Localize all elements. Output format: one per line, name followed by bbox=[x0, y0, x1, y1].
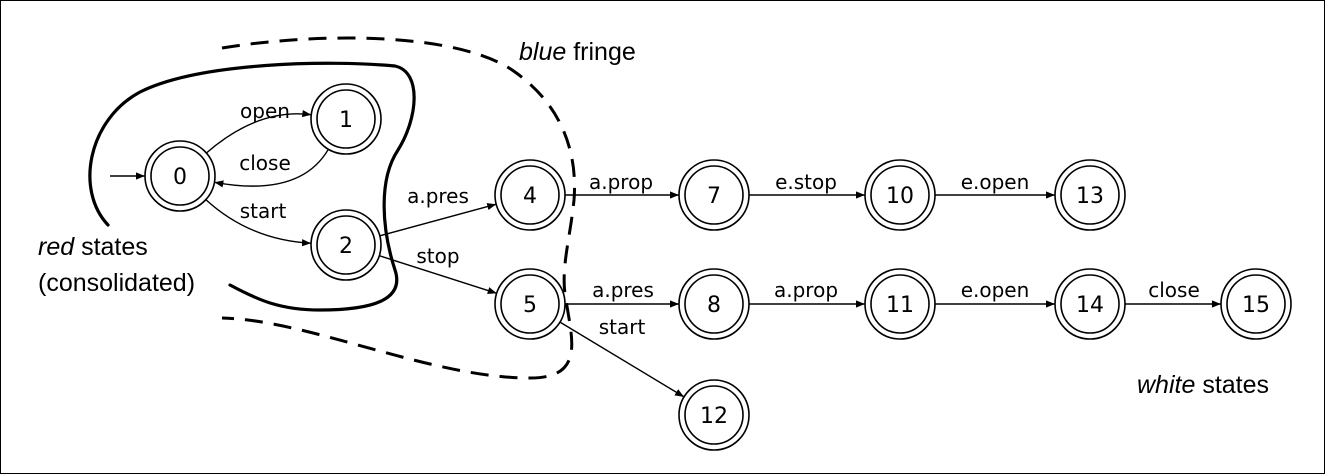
transition-2-to-5-label: stop bbox=[416, 244, 459, 268]
state-4-label: 4 bbox=[523, 184, 537, 209]
state-15-label: 15 bbox=[1242, 293, 1270, 318]
state-0-inner-ring bbox=[150, 146, 210, 206]
state-7-inner-ring bbox=[684, 165, 744, 225]
state-15-inner-ring bbox=[1226, 274, 1286, 334]
state-2: 2 bbox=[310, 209, 382, 281]
state-13-inner-ring bbox=[1060, 165, 1120, 225]
transition-2-to-4-arrow bbox=[379, 203, 497, 237]
red-consolidated-text: (consolidated) bbox=[38, 269, 195, 297]
state-12: 12 bbox=[678, 379, 750, 451]
blue-fringe-annotation: blue fringe bbox=[519, 38, 636, 66]
state-15: 15 bbox=[1220, 268, 1292, 340]
state-10-inner-ring bbox=[870, 165, 930, 225]
transition-5-to-12-label: start bbox=[599, 315, 646, 339]
red-states-text: states bbox=[74, 233, 148, 261]
transition-14-to-15-label: close bbox=[1148, 278, 1200, 302]
state-12-label: 12 bbox=[700, 404, 728, 429]
state-7: 7 bbox=[678, 159, 750, 231]
state-10-label: 10 bbox=[886, 184, 914, 209]
state-5: 5 bbox=[494, 268, 566, 340]
state-4: 4 bbox=[494, 159, 566, 231]
state-11-label: 11 bbox=[886, 293, 914, 318]
white-states-text: states bbox=[1195, 371, 1269, 399]
transition-0-to-1-arrow bbox=[205, 110, 312, 154]
white-states-annotation: white states bbox=[1137, 371, 1269, 399]
transition-2-to-5-arrow bbox=[379, 255, 497, 294]
state-14-inner-ring bbox=[1060, 274, 1120, 334]
state-14: 14 bbox=[1054, 268, 1126, 340]
transition-5-to-12-arrow bbox=[559, 321, 685, 398]
state-8: 8 bbox=[678, 268, 750, 340]
state-11: 11 bbox=[864, 268, 936, 340]
transition-10-to-13-label: e.open bbox=[961, 170, 1030, 194]
state-11-inner-ring bbox=[870, 274, 930, 334]
state-0: 0 bbox=[144, 140, 216, 212]
transition-7-to-10-label: e.stop bbox=[775, 170, 837, 194]
transition-2-to-4-label: a.pres bbox=[407, 184, 469, 208]
state-13: 13 bbox=[1054, 159, 1126, 231]
blue-fringe-text: fringe bbox=[566, 38, 635, 66]
red-states-annotation: red states (consolidated) bbox=[38, 233, 195, 297]
transition-0-to-1-label: open bbox=[240, 99, 290, 123]
transition-1-to-0-label: close bbox=[239, 151, 291, 175]
transition-8-to-11-label: a.prop bbox=[774, 278, 838, 302]
blue-fringe-region-outline bbox=[221, 36, 577, 380]
state-1: 1 bbox=[310, 83, 382, 155]
state-5-label: 5 bbox=[523, 293, 537, 318]
transition-11-to-14-label: e.open bbox=[961, 278, 1030, 302]
state-0-label: 0 bbox=[173, 165, 187, 190]
state-10: 10 bbox=[864, 159, 936, 231]
red-keyword: red bbox=[38, 233, 75, 261]
state-13-label: 13 bbox=[1076, 184, 1104, 209]
transition-5-to-8-label: a.pres bbox=[592, 278, 654, 302]
transition-4-to-7-label: a.prop bbox=[589, 170, 653, 194]
red-states-region-outline bbox=[88, 61, 416, 312]
state-7-label: 7 bbox=[707, 184, 721, 209]
transition-1-to-0-arrow bbox=[214, 148, 330, 188]
state-1-inner-ring bbox=[316, 89, 376, 149]
state-5-inner-ring bbox=[500, 274, 560, 334]
state-12-inner-ring bbox=[684, 385, 744, 445]
transition-0-to-2-label: start bbox=[240, 199, 287, 223]
white-keyword: white bbox=[1137, 371, 1195, 399]
state-2-inner-ring bbox=[316, 215, 376, 275]
state-4-inner-ring bbox=[500, 165, 560, 225]
state-14-label: 14 bbox=[1076, 293, 1104, 318]
transitions-layer: open close start a.pres stop a.prop e.stop e.op… bbox=[110, 99, 1221, 398]
transition-0-to-2-arrow bbox=[205, 199, 312, 247]
blue-keyword: blue bbox=[519, 38, 566, 66]
state-2-label: 2 bbox=[339, 234, 353, 259]
state-8-inner-ring bbox=[684, 274, 744, 334]
state-8-label: 8 bbox=[707, 293, 721, 318]
state-1-label: 1 bbox=[339, 108, 353, 133]
